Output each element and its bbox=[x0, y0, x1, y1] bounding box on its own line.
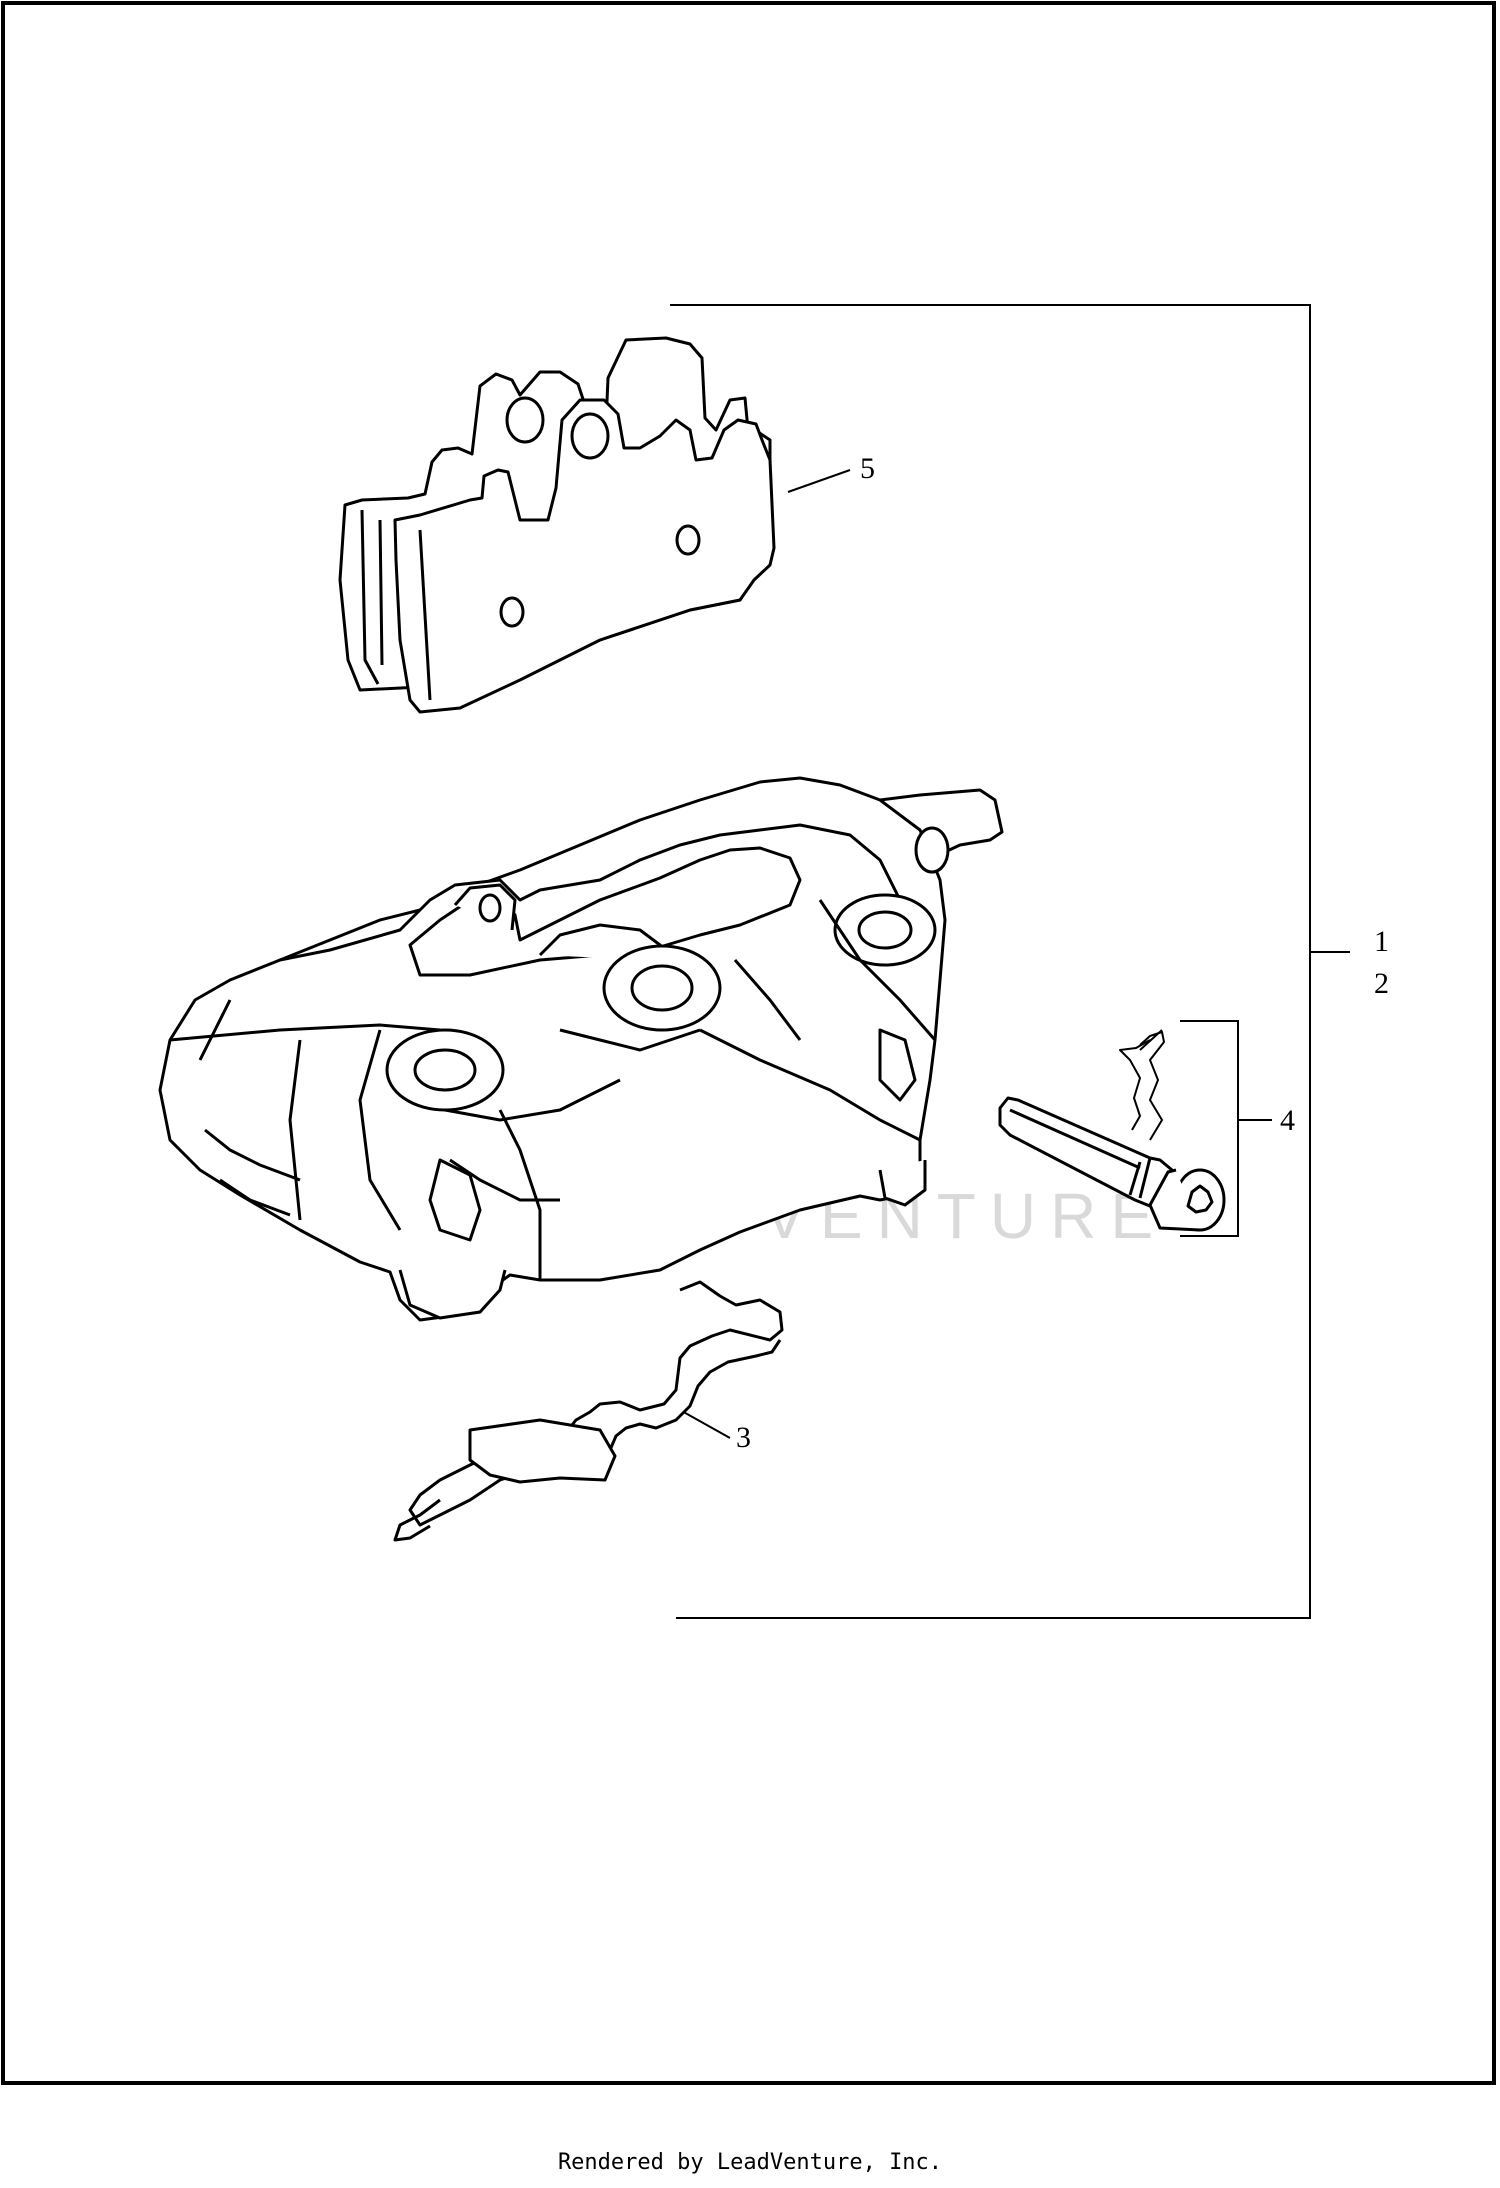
spring-clip bbox=[1119, 1029, 1165, 1141]
front-brake-pad bbox=[393, 398, 776, 714]
callout-2: 2 bbox=[1374, 967, 1389, 1000]
callout-3: 3 bbox=[736, 1421, 751, 1454]
brake-pad-set bbox=[338, 336, 776, 714]
callout-1: 1 bbox=[1374, 925, 1389, 958]
callout-4: 4 bbox=[1280, 1104, 1295, 1137]
brake-caliper bbox=[158, 776, 1004, 1322]
footer-credit: Rendered by LeadVenture, Inc. bbox=[557, 2150, 943, 2175]
diagram-frame bbox=[1, 1, 1496, 2085]
pin-kit-bracket bbox=[1180, 1020, 1272, 1237]
assembly-bracket bbox=[670, 304, 1350, 1619]
callout-5: 5 bbox=[860, 452, 875, 485]
pad-retainer-spring bbox=[393, 1280, 784, 1542]
leader-lines bbox=[679, 469, 851, 1439]
caliper-pin bbox=[998, 1096, 1226, 1232]
